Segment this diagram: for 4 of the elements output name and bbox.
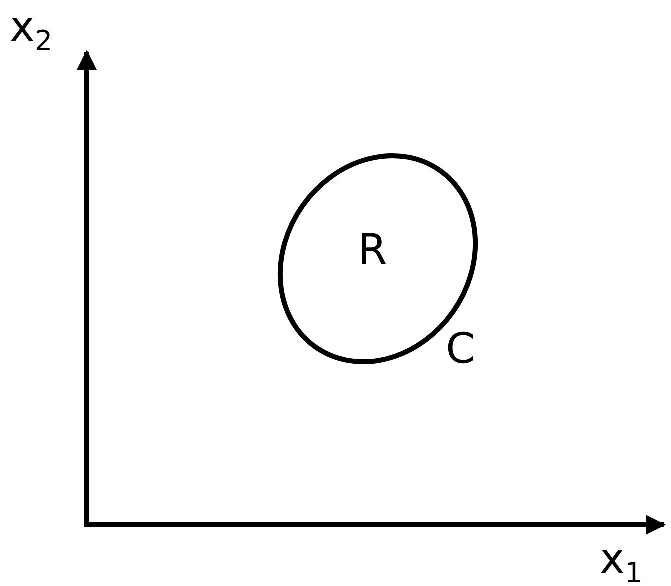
curve-label: C	[446, 328, 476, 370]
axis-label: x$_{2}$	[10, 6, 53, 56]
region-label: R	[358, 229, 388, 271]
axis-label: x$_{1}$	[600, 538, 643, 586]
